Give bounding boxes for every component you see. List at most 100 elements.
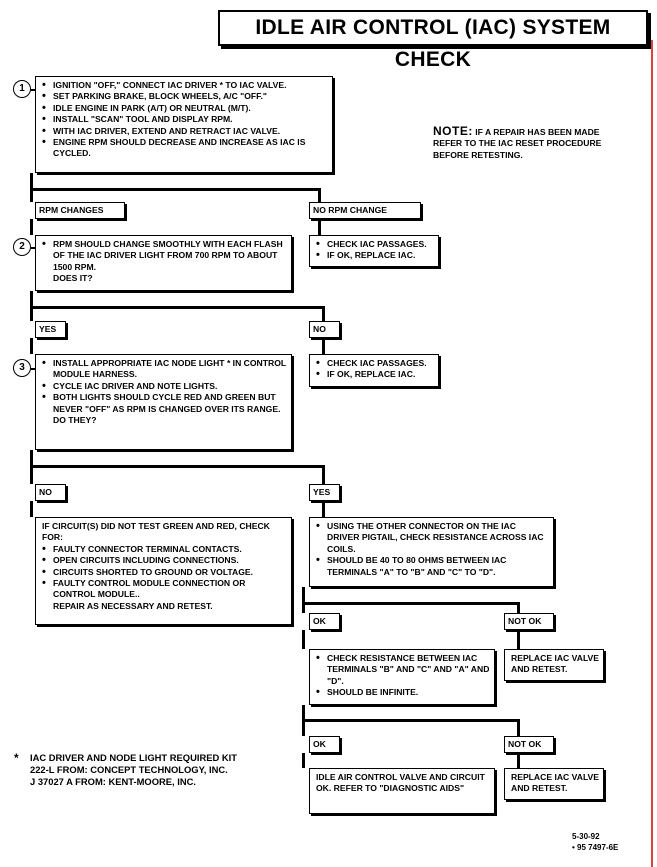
infinite-resistance-item: CHECK RESISTANCE BETWEEN IAC TERMINALS "… [313,653,491,687]
flow-line [302,602,305,613]
flow-line [30,306,324,309]
step-3-marker: 3 [13,359,31,377]
flow-line [30,188,33,202]
action-item: CHECK IAC PASSAGES. [313,239,435,251]
document-reference: 5-30-92 • 95 7497-6E [572,831,618,853]
coil-resistance-item: USING THE OTHER CONNECTOR ON THE IAC DRI… [313,521,550,555]
infinite-resistance-item: SHOULD BE INFINITE. [313,687,491,699]
yes-label: YES [35,321,66,338]
step-3-text: BOTH LIGHTS SHOULD CYCLE RED AND GREEN B… [53,392,281,414]
flow-line [302,587,305,604]
not-ok-label: NOT OK [504,736,554,753]
footnote-line-1: IAC DRIVER AND NODE LIGHT REQUIRED KIT [30,752,237,763]
step-1-item: INSTALL "SCAN" TOOL AND DISPLAY RPM. [39,114,329,126]
flow-line [302,753,305,768]
flow-line [322,465,325,484]
step-3-item: BOTH LIGHTS SHOULD CYCLE RED AND GREEN B… [39,392,288,426]
coil-resistance-item: SHOULD BE 40 TO 80 OHMS BETWEEN IAC TERM… [313,555,550,578]
flow-line [318,188,321,202]
footnote: * IAC DRIVER AND NODE LIGHT REQUIRED KIT… [14,752,237,788]
flow-line [302,630,305,649]
flow-line [318,219,321,235]
flow-line [322,338,325,354]
replace-valve-box: REPLACE IAC VALVE AND RETEST. [504,768,604,800]
flow-line [517,753,520,768]
circuit-check-item: FAULTY CONNECTOR TERMINAL CONTACTS. [39,544,288,556]
step-2-text: RPM SHOULD CHANGE SMOOTHLY WITH EACH FLA… [53,239,283,272]
flow-line [30,501,33,517]
note-label: NOTE: [433,124,473,138]
flow-line [30,173,33,190]
circuit-check-item: CIRCUITS SHORTED TO GROUND OR VOLTAGE. [39,567,288,579]
note: NOTE: IF A REPAIR HAS BEEN MADE REFER TO… [433,124,643,161]
flow-line [302,719,305,736]
connector-line [31,89,35,91]
coil-resistance-box: USING THE OTHER CONNECTOR ON THE IAC DRI… [309,517,554,587]
flow-line [322,501,325,517]
step-2-box: RPM SHOULD CHANGE SMOOTHLY WITH EACH FLA… [35,235,292,291]
circuit-check-item: OPEN CIRCUITS INCLUDING CONNECTIONS. [39,555,288,567]
flow-line [30,465,33,484]
connector-line [31,247,35,249]
document-date: 5-30-92 [572,832,600,841]
page-title: IDLE AIR CONTROL (IAC) SYSTEM CHECK [218,10,648,71]
step-1-box: IGNITION "OFF," CONNECT IAC DRIVER * TO … [35,76,333,173]
page-edge [651,40,653,867]
flow-line [30,465,324,468]
infinite-resistance-box: CHECK RESISTANCE BETWEEN IAC TERMINALS "… [309,649,495,705]
step-2-question: RPM SHOULD CHANGE SMOOTHLY WITH EACH FLA… [39,239,288,285]
flow-line [517,630,520,649]
action-item: CHECK IAC PASSAGES. [313,358,435,370]
no-rpm-change-label: NO RPM CHANGE [309,202,421,219]
connector-line [31,368,35,370]
note-line-2: REFER TO THE IAC RESET PROCEDURE [433,138,602,149]
circuit-check-item: FAULTY CONTROL MODULE CONNECTION OR CONT… [39,578,288,612]
ok-label: OK [309,613,340,630]
flow-line [30,338,33,354]
flow-line [30,188,320,191]
step-1-item: IGNITION "OFF," CONNECT IAC DRIVER * TO … [39,80,329,92]
not-ok-label: NOT OK [504,613,554,630]
flow-line [517,719,520,736]
system-ok-box: IDLE AIR CONTROL VALVE AND CIRCUIT OK. R… [309,768,495,814]
step-1-item: SET PARKING BRAKE, BLOCK WHEELS, A/C "OF… [39,91,329,103]
note-line-3: BEFORE RETESTING. [433,149,523,160]
flow-line [322,306,325,321]
step-3-no-action-box: CHECK IAC PASSAGES. IF OK, REPLACE IAC. [309,354,439,387]
system-ok-text: IDLE AIR CONTROL VALVE AND CIRCUIT OK. R… [316,772,485,794]
footnote-line-2: 222-L FROM: CONCEPT TECHNOLOGY, INC. [30,764,228,775]
circuit-check-box: IF CIRCUIT(S) DID NOT TEST GREEN AND RED… [35,517,292,625]
circuit-check-text: FAULTY CONTROL MODULE CONNECTION OR CONT… [53,578,246,600]
flow-line [30,306,33,321]
no-label: NO [309,321,340,338]
step-3-prompt: DO THEY? [53,415,97,426]
replace-valve-text: REPLACE IAC VALVE AND RETEST. [511,653,600,675]
footnote-line-3: J 37027 A FROM: KENT-MOORE, INC. [30,776,196,787]
step-1-item: WITH IAC DRIVER, EXTEND AND RETRACT IAC … [39,126,329,138]
replace-valve-text: REPLACE IAC VALVE AND RETEST. [511,772,600,794]
step-3-item: INSTALL APPROPRIATE IAC NODE LIGHT * IN … [39,358,288,381]
no-label: NO [35,484,66,501]
replace-valve-box: REPLACE IAC VALVE AND RETEST. [504,649,604,681]
flow-line [302,719,519,722]
flow-line [30,291,33,308]
step-2-marker: 2 [13,238,31,256]
flow-line [517,602,520,613]
step-1-marker: 1 [13,80,31,98]
flow-line [302,705,305,721]
circuit-check-intro: IF CIRCUIT(S) DID NOT TEST GREEN AND RED… [42,521,270,543]
step-3-box: INSTALL APPROPRIATE IAC NODE LIGHT * IN … [35,354,292,450]
ok-label: OK [309,736,340,753]
footnote-star: * [14,751,19,765]
step-1-item: IDLE ENGINE IN PARK (A/T) OR NEUTRAL (M/… [39,103,329,115]
step-3-item: CYCLE IAC DRIVER AND NOTE LIGHTS. [39,381,288,393]
step-1-item: ENGINE RPM SHOULD DECREASE AND INCREASE … [39,137,329,160]
flow-line [30,450,33,467]
flow-line [30,219,33,235]
rpm-changes-label: RPM CHANGES [35,202,125,219]
note-line-1: IF A REPAIR HAS BEEN MADE [475,127,600,137]
flow-line [302,602,519,605]
yes-label: YES [309,484,340,501]
action-item: IF OK, REPLACE IAC. [313,369,435,381]
step-2-no-action-box: CHECK IAC PASSAGES. IF OK, REPLACE IAC. [309,235,439,267]
